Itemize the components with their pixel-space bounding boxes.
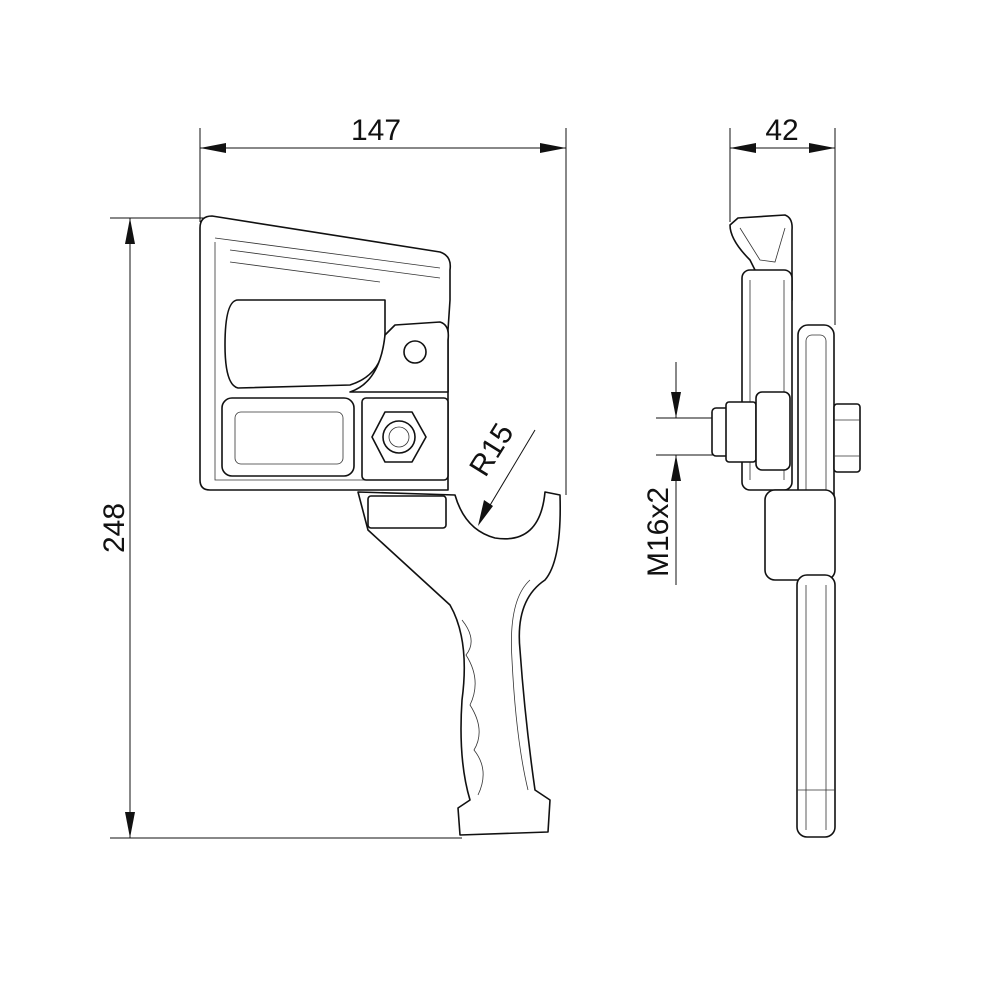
dimension-depth: 42 [729,114,836,325]
dimension-width: 147 [199,114,567,495]
front-view [199,215,562,836]
dimension-radius: R15 [463,418,536,526]
dimension-height-label: 248 [98,503,131,553]
dimension-thread-label: M16x2 [642,487,675,577]
handle [357,491,562,836]
dimension-width-label: 147 [351,114,401,147]
dimension-height: 248 [98,217,462,839]
dimension-depth-label: 42 [765,114,798,147]
dimension-radius-label: R15 [463,418,520,482]
side-view [711,214,861,838]
dimension-thread: M16x2 [642,362,720,585]
